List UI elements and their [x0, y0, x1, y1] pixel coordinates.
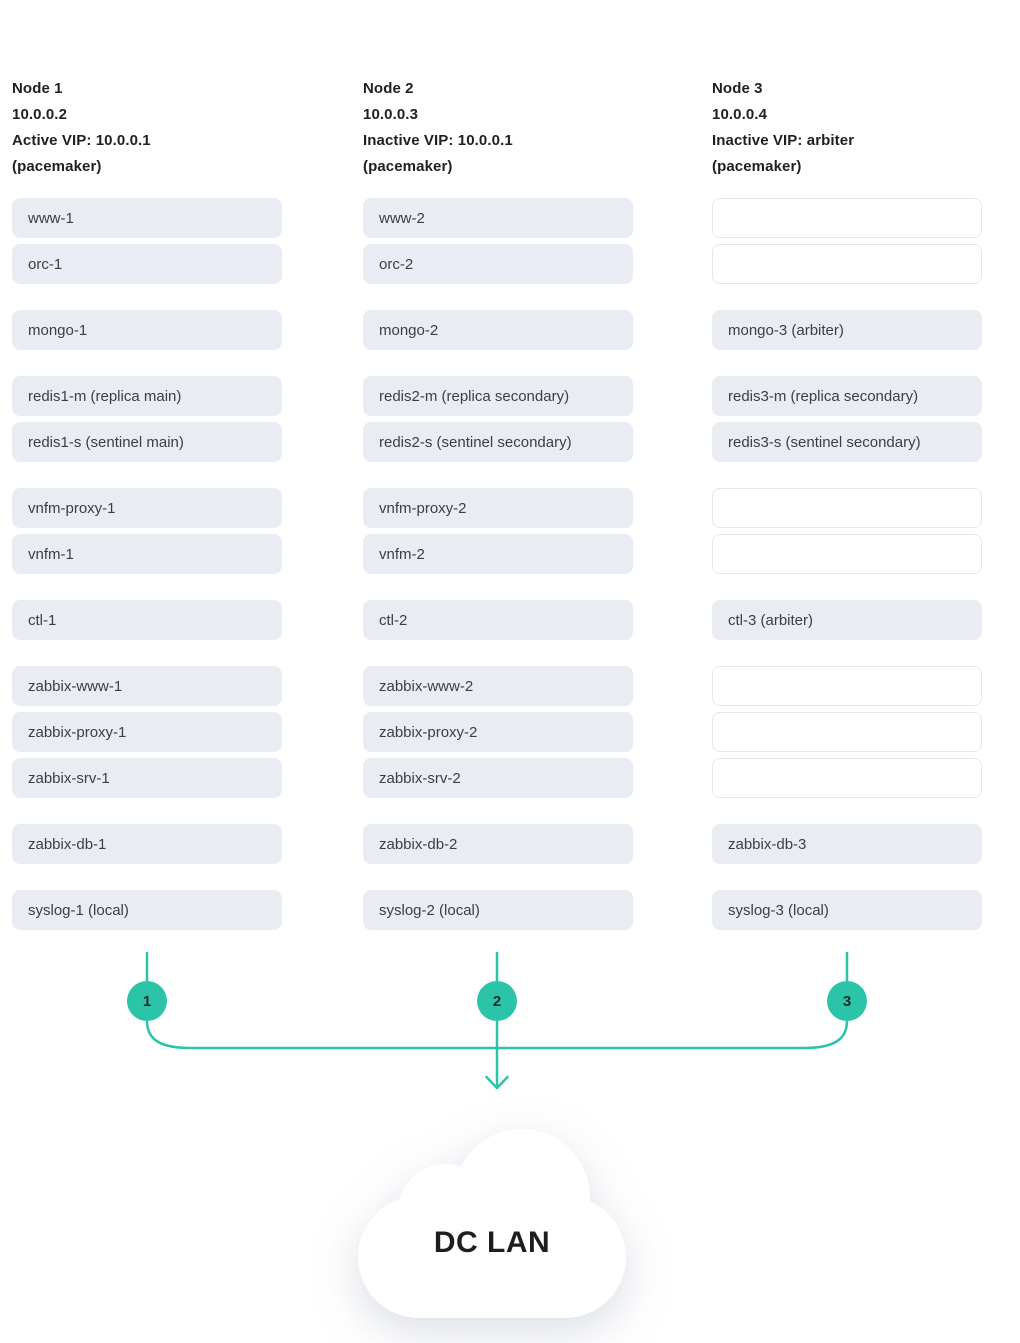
service-box: orc-1 — [12, 244, 282, 284]
service-box: ctl-1 — [12, 600, 282, 640]
service-box: zabbix-db-2 — [363, 824, 633, 864]
node2-column: Node 2 10.0.0.3 Inactive VIP: 10.0.0.1 (… — [363, 76, 633, 956]
service-box: syslog-3 (local) — [712, 890, 982, 930]
node1-syslog-group: syslog-1 (local) — [12, 890, 282, 930]
service-box: vnfm-1 — [12, 534, 282, 574]
node3-header: Node 3 10.0.0.4 Inactive VIP: arbiter (p… — [712, 76, 982, 180]
service-box: zabbix-db-3 — [712, 824, 982, 864]
service-box-empty — [712, 488, 982, 528]
node3-column: Node 3 10.0.0.4 Inactive VIP: arbiter (p… — [712, 76, 982, 956]
service-box: vnfm-proxy-2 — [363, 488, 633, 528]
service-box-empty — [712, 534, 982, 574]
node2-badge: 2 — [477, 981, 517, 1021]
node1-header: Node 1 10.0.0.2 Active VIP: 10.0.0.1 (pa… — [12, 76, 282, 180]
node1-redis-group: redis1-m (replica main) redis1-s (sentin… — [12, 376, 282, 462]
node3-syslog-group: syslog-3 (local) — [712, 890, 982, 930]
service-box: vnfm-2 — [363, 534, 633, 574]
node1-column: Node 1 10.0.0.2 Active VIP: 10.0.0.1 (pa… — [12, 76, 282, 956]
node3-zabbix-group — [712, 666, 982, 798]
service-box-empty — [712, 198, 982, 238]
node3-title: Node 3 — [712, 80, 763, 97]
service-box: zabbix-srv-1 — [12, 758, 282, 798]
service-box-empty — [712, 712, 982, 752]
node1-vip-status: Active VIP: 10.0.0.1 — [12, 132, 151, 149]
arrowhead-icon — [485, 1075, 509, 1090]
node3-vip-status: Inactive VIP: arbiter — [712, 132, 855, 149]
service-box: mongo-2 — [363, 310, 633, 350]
node2-ctl-group: ctl-2 — [363, 600, 633, 640]
node2-mongo-group: mongo-2 — [363, 310, 633, 350]
node1-mongo-group: mongo-1 — [12, 310, 282, 350]
service-box: syslog-2 (local) — [363, 890, 633, 930]
node3-web-group — [712, 198, 982, 284]
service-box: syslog-1 (local) — [12, 890, 282, 930]
node3-badge: 3 — [827, 981, 867, 1021]
service-box: www-1 — [12, 198, 282, 238]
node1-zabbix-group: zabbix-www-1 zabbix-proxy-1 zabbix-srv-1 — [12, 666, 282, 798]
node3-vnfm-group — [712, 488, 982, 574]
node1-cluster-note: (pacemaker) — [12, 158, 102, 175]
node2-zabbixdb-group: zabbix-db-2 — [363, 824, 633, 864]
service-box: zabbix-proxy-2 — [363, 712, 633, 752]
dc-lan-cloud: DC LAN — [355, 1122, 629, 1322]
service-box: www-2 — [363, 198, 633, 238]
cloud-shape — [355, 1122, 629, 1322]
node3-ip: 10.0.0.4 — [712, 106, 768, 123]
node1-vnfm-group: vnfm-proxy-1 vnfm-1 — [12, 488, 282, 574]
node2-web-group: www-2 orc-2 — [363, 198, 633, 284]
node1-web-group: www-1 orc-1 — [12, 198, 282, 284]
node1-ctl-group: ctl-1 — [12, 600, 282, 640]
node3-redis-group: redis3-m (replica secondary) redis3-s (s… — [712, 376, 982, 462]
node2-vnfm-group: vnfm-proxy-2 vnfm-2 — [363, 488, 633, 574]
service-box: zabbix-proxy-1 — [12, 712, 282, 752]
node3-mongo-group: mongo-3 (arbiter) — [712, 310, 982, 350]
node3-zabbixdb-group: zabbix-db-3 — [712, 824, 982, 864]
service-box: redis3-m (replica secondary) — [712, 376, 982, 416]
service-box: zabbix-srv-2 — [363, 758, 633, 798]
node3-cluster-note: (pacemaker) — [712, 158, 802, 175]
service-box: ctl-3 (arbiter) — [712, 600, 982, 640]
service-box: mongo-3 (arbiter) — [712, 310, 982, 350]
node1-zabbixdb-group: zabbix-db-1 — [12, 824, 282, 864]
node2-header: Node 2 10.0.0.3 Inactive VIP: 10.0.0.1 (… — [363, 76, 633, 180]
service-box: mongo-1 — [12, 310, 282, 350]
service-box: redis1-m (replica main) — [12, 376, 282, 416]
node2-ip: 10.0.0.3 — [363, 106, 419, 123]
node1-badge: 1 — [127, 981, 167, 1021]
service-box: redis1-s (sentinel main) — [12, 422, 282, 462]
service-box: zabbix-db-1 — [12, 824, 282, 864]
service-box-empty — [712, 244, 982, 284]
service-box: vnfm-proxy-1 — [12, 488, 282, 528]
service-box: redis3-s (sentinel secondary) — [712, 422, 982, 462]
service-box: redis2-s (sentinel secondary) — [363, 422, 633, 462]
service-box-empty — [712, 666, 982, 706]
service-box: zabbix-www-2 — [363, 666, 633, 706]
service-box: zabbix-www-1 — [12, 666, 282, 706]
node2-syslog-group: syslog-2 (local) — [363, 890, 633, 930]
node2-vip-status: Inactive VIP: 10.0.0.1 — [363, 132, 513, 149]
node3-ctl-group: ctl-3 (arbiter) — [712, 600, 982, 640]
service-box: orc-2 — [363, 244, 633, 284]
bus-line — [145, 1019, 849, 1050]
node2-zabbix-group: zabbix-www-2 zabbix-proxy-2 zabbix-srv-2 — [363, 666, 633, 798]
cloud-label: DC LAN — [433, 1226, 551, 1259]
node2-title: Node 2 — [363, 80, 414, 97]
service-box-empty — [712, 758, 982, 798]
node2-redis-group: redis2-m (replica secondary) redis2-s (s… — [363, 376, 633, 462]
node2-cluster-note: (pacemaker) — [363, 158, 453, 175]
service-box: redis2-m (replica secondary) — [363, 376, 633, 416]
node1-title: Node 1 — [12, 80, 63, 97]
service-box: ctl-2 — [363, 600, 633, 640]
node1-ip: 10.0.0.2 — [12, 106, 68, 123]
